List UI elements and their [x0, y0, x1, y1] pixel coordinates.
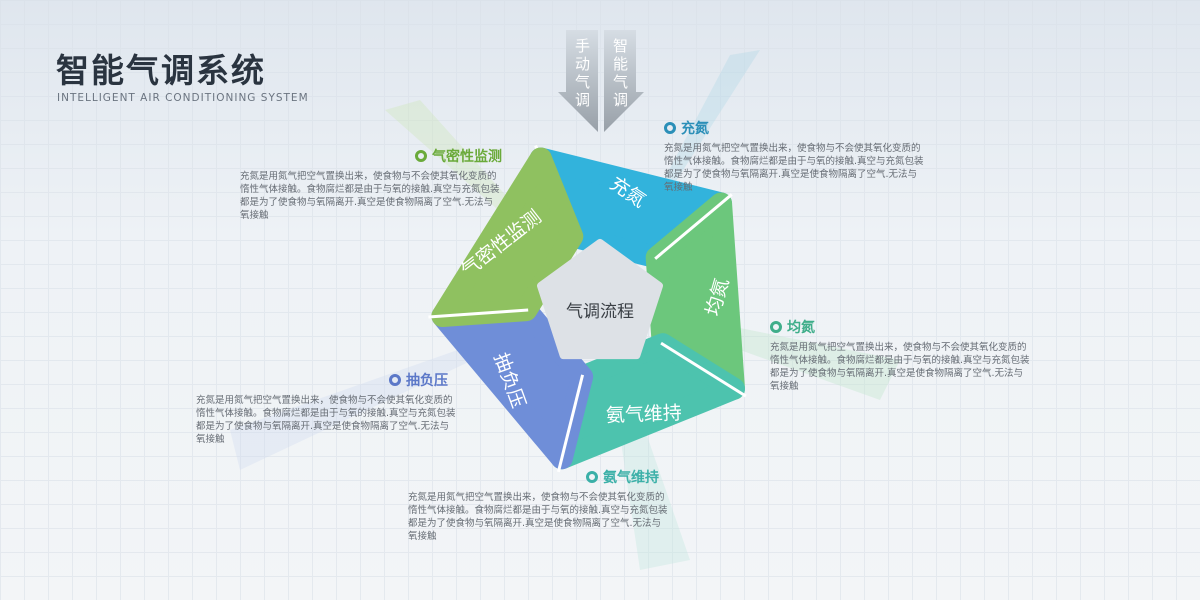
- manual-arrow: [558, 30, 598, 132]
- description-ammonia-maintain: 氨气维持充氮是用氮气把空气置换出来，使食物与不会使其氧化变质的惰性气体接触。食物…: [408, 467, 670, 543]
- description-title: 抽负压: [196, 370, 458, 390]
- ring-bullet-icon: [389, 374, 401, 386]
- description-title: 充氮: [664, 118, 926, 138]
- segment-divider: [660, 341, 747, 398]
- smart-label: 智能气调: [611, 38, 629, 110]
- description-text: 充氮是用氮气把空气置换出来，使食物与不会使其氧化变质的惰性气体接触。食物腐烂都是…: [770, 342, 1030, 392]
- description-title-text: 均氮: [787, 320, 815, 336]
- center-pentagon: [537, 239, 663, 360]
- description-negative-pressure: 抽负压充氮是用氮气把空气置换出来，使食物与不会使其氧化变质的惰性气体接触。食物腐…: [196, 370, 458, 446]
- description-airtight-monitor: 气密性监测充氮是用氮气把空气置换出来，使食物与不会使其氧化变质的惰性气体接触。食…: [240, 146, 502, 222]
- description-nitrogen-balance: 均氮充氮是用氮气把空气置换出来，使食物与不会使其氧化变质的惰性气体接触。食物腐烂…: [770, 317, 1032, 393]
- segment-label-ammonia-maintain: 氨气维持: [605, 402, 682, 427]
- page-title: 智能气调系统: [56, 51, 266, 90]
- ring-bullet-icon: [586, 471, 598, 483]
- description-title-text: 抽负压: [406, 373, 448, 389]
- description-title-text: 气密性监测: [432, 149, 502, 165]
- description-text: 充氮是用氮气把空气置换出来，使食物与不会使其氧化变质的惰性气体接触。食物腐烂都是…: [408, 492, 668, 542]
- description-title-text: 氨气维持: [603, 470, 659, 486]
- description-nitrogen-fill: 充氮充氮是用氮气把空气置换出来，使食物与不会使其氧化变质的惰性气体接触。食物腐烂…: [664, 118, 926, 194]
- ring-bullet-icon: [664, 122, 676, 134]
- description-title: 气密性监测: [240, 146, 502, 166]
- segment-divider: [556, 374, 585, 473]
- description-text: 充氮是用氮气把空气置换出来，使食物与不会使其氧化变质的惰性气体接触。食物腐烂都是…: [196, 395, 456, 445]
- center-label: 气调流程: [566, 302, 634, 322]
- smart-arrow: [604, 30, 644, 132]
- segment-divider: [654, 193, 733, 260]
- description-title-text: 充氮: [681, 121, 709, 137]
- description-text: 充氮是用氮气把空气置换出来，使食物与不会使其氧化变质的惰性气体接触。食物腐烂都是…: [664, 143, 924, 193]
- description-title: 氨气维持: [408, 467, 670, 487]
- page-subtitle: INTELLIGENT AIR CONDITIONING SYSTEM: [57, 92, 309, 104]
- manual-label: 手动气调: [573, 38, 591, 110]
- description-text: 充氮是用氮气把空气置换出来，使食物与不会使其氧化变质的惰性气体接触。食物腐烂都是…: [240, 171, 500, 221]
- ring-bullet-icon: [415, 150, 427, 162]
- ring-bullet-icon: [770, 321, 782, 333]
- segment-divider: [428, 308, 529, 319]
- description-title: 均氮: [770, 317, 1032, 337]
